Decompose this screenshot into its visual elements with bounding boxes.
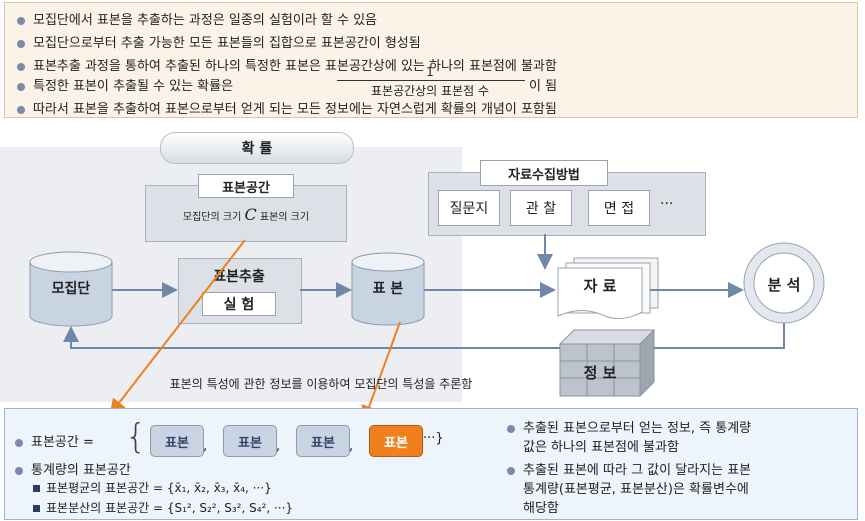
variance-space-text: 표본분산의 표본공간 = {S₁², S₂², S₃², S₄², ···} [46, 501, 294, 515]
experiment-box: 실 험 [202, 292, 276, 316]
square-bullet-icon [33, 485, 40, 492]
stat-space-line: 통계량의 표본공간 [15, 459, 131, 478]
fraction-numerator: 1 [426, 65, 434, 79]
square-bullet-icon [33, 505, 40, 512]
fraction-denominator: 표본공간상의 표본점 수 [370, 84, 490, 98]
bullet-icon [507, 466, 515, 475]
method-more: ··· [660, 196, 674, 212]
fraction-suffix: 이 됨 [529, 79, 558, 94]
sampling-title: 표본추출 [213, 269, 265, 285]
note-1: 추출된 표본으로부터 얻는 정보, 즉 통계량 [507, 417, 751, 436]
sample-cylinder [351, 252, 425, 326]
mean-space-line: 표본평균의 표본공간 = {x̄₁, x̄₂, x̄₃, x̄₄, ···} [33, 479, 272, 496]
stat-space-label: 통계량의 표본공간 [31, 463, 131, 478]
fraction-bar [337, 80, 525, 81]
sample-item-selected: 표본 [369, 425, 423, 457]
summary-bullet: 특정한 표본이 추출될 수 있는 확률은 [17, 75, 233, 94]
summary-bullet: 표본추출 과정을 통하여 추출된 하나의 특정한 표본은 표본공간상에 있는 하… [17, 55, 557, 74]
summary-text: 모집단으로부터 추출 가능한 모든 표본들의 집합으로 표본공간이 형성됨 [33, 36, 421, 51]
population-label: 모집단 [51, 281, 91, 297]
analysis-label: 분 석 [767, 276, 801, 294]
comma: , [276, 439, 281, 454]
variance-space-line: 표본분산의 표본공간 = {S₁², S₂², S₃², S₄², ···} [33, 499, 293, 516]
comma: , [349, 439, 354, 454]
summary-bullet: 모집단에서 표본을 추출하는 과정은 일종의 실험이라 할 수 있음 [17, 9, 377, 28]
inference-caption: 표본의 특성에 관한 정보를 이용하여 모집단의 특성을 추론함 [169, 377, 473, 391]
bullet-icon [17, 39, 25, 48]
method-observation: 관 찰 [510, 190, 572, 226]
population-cylinder [29, 251, 113, 327]
bullet-icon [15, 438, 23, 447]
note-1-line-2: 값은 하나의 표본점에 불과함 [523, 440, 679, 455]
summary-text: 특정한 표본이 추출될 수 있는 확률은 [33, 79, 234, 94]
comma: , [203, 439, 208, 454]
bullet-icon [17, 82, 25, 91]
data-label: 자 료 [583, 277, 617, 295]
explanation-panel: 표본공간 = { 표본 , 표본 , 표본 , 표본 ···} 통계량의 표본공… [4, 408, 858, 520]
analysis-circle [743, 242, 825, 324]
sample-label: 표 본 [372, 281, 404, 297]
information-label: 정 보 [583, 364, 617, 382]
sample-item: 표본 [296, 425, 350, 457]
sample-item: 표본 [223, 425, 277, 457]
formula-sample-size: 표본의 크기 [259, 212, 310, 223]
note-2-line-1: 추출된 표본에 따라 그 값이 달라지는 표본 [523, 463, 752, 478]
bullet-icon [507, 424, 515, 433]
note-2-line-3: 해당함 [523, 501, 559, 516]
sample-item: 표본 [150, 425, 204, 457]
bullet-icon [17, 105, 25, 114]
summary-text: 표본추출 과정을 통하여 추출된 하나의 특정한 표본은 표본공간상에 있는 하… [33, 59, 557, 74]
summary-bullet: 모집단으로부터 추출 가능한 모든 표본들의 집합으로 표본공간이 형성됨 [17, 32, 421, 51]
data-document [557, 257, 659, 319]
summary-text: 따라서 표본을 추출하여 표본으로부터 얻게 되는 모든 정보에는 자연스럽게 … [33, 102, 557, 117]
probability-tab: 확 률 [160, 132, 354, 164]
bullet-icon [15, 466, 23, 475]
mean-space-text: 표본평균의 표본공간 = {x̄₁, x̄₂, x̄₃, x̄₄, ···} [46, 481, 272, 495]
data-collection-title: 자료수집방법 [480, 160, 608, 186]
summary-text: 모집단에서 표본을 추출하는 과정은 일종의 실험이라 할 수 있음 [33, 13, 378, 28]
open-brace: { [125, 417, 147, 457]
bullet-icon [17, 16, 25, 25]
summary-panel: 모집단에서 표본을 추출하는 과정은 일종의 실험이라 할 수 있음 모집단으로… [4, 2, 858, 118]
method-interview: 면 접 [588, 190, 650, 226]
sample-space-formula: 모집단의 크기 C 표본의 크기 [155, 205, 337, 224]
sample-space-eq-label: 표본공간 = [31, 435, 94, 450]
method-questionnaire: 질문지 [438, 190, 500, 226]
note-1-line-1: 추출된 표본으로부터 얻는 정보, 즉 통계량 [523, 421, 752, 436]
note-2-line-2: 통계량(표본평균, 표본분산)은 확률변수에 [523, 482, 749, 497]
summary-bullet: 따라서 표본을 추출하여 표본으로부터 얻게 되는 모든 정보에는 자연스럽게 … [17, 98, 557, 117]
formula-combination: C [244, 205, 257, 224]
sample-space-tail: ···} [423, 431, 444, 446]
sample-space-title: 표본공간 [198, 174, 294, 198]
note-2: 추출된 표본에 따라 그 값이 달라지는 표본 [507, 459, 751, 478]
formula-population-size: 모집단의 크기 [182, 212, 242, 223]
information-cube [558, 328, 656, 398]
bullet-icon [17, 62, 25, 71]
sample-space-line: 표본공간 = [15, 431, 94, 450]
